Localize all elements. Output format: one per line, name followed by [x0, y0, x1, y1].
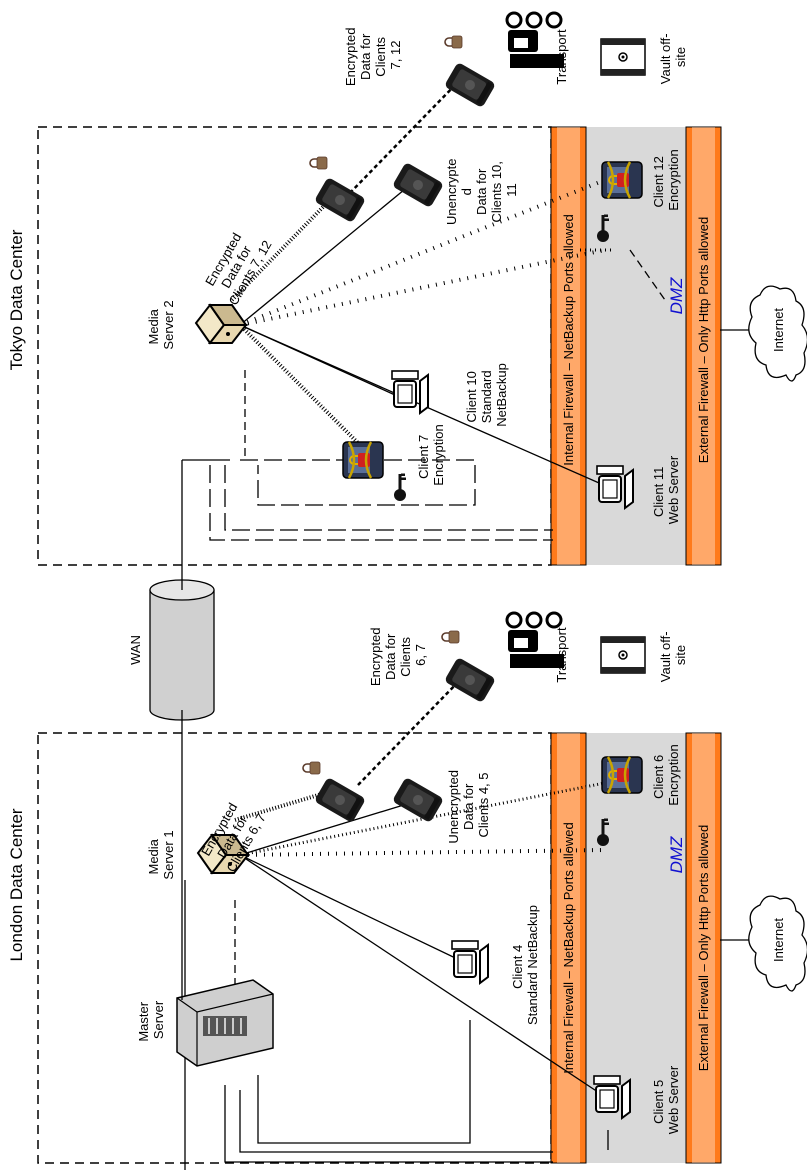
london-transport-tape-icon — [444, 657, 496, 703]
london-vault-icon — [601, 637, 645, 673]
tokyo-transport-tape-icon — [444, 62, 496, 108]
media-server-1-label: Media Server 1 — [146, 830, 176, 879]
london-internet-label: Internet — [771, 918, 786, 962]
media-server-2-label: Media Server 2 — [146, 300, 176, 349]
tokyo-unencrypted-tape-icon — [392, 162, 444, 208]
london-unencrypted-label: Unencrypted Data for Clients 4, 5 — [446, 766, 491, 843]
tokyo-data-center: Tokyo Data Center Internal Firewall – Ne… — [7, 13, 807, 565]
london-data-center: London Data Center Internal Firewall – N… — [7, 613, 807, 1170]
tokyo-vault-label: Vault off- site — [658, 30, 688, 84]
client-7-icon[interactable] — [343, 442, 383, 478]
wan-link: WAN — [128, 460, 214, 1000]
tokyo-external-firewall-label: External Firewall – Only Http Ports allo… — [696, 217, 711, 463]
client-7-label: Client 7 Encryption — [416, 424, 446, 485]
london-transport-label: Transport — [554, 627, 569, 683]
client-4-label: Client 4 Standard NetBackup — [510, 905, 540, 1025]
master-server-label: Master Server — [136, 998, 166, 1041]
client-10-icon[interactable] — [392, 371, 428, 413]
london-transport-padlock-icon — [442, 631, 459, 643]
tokyo-internal-firewall-label: Internal Firewall – NetBackup Ports allo… — [561, 214, 576, 465]
tokyo-padlock-icon — [310, 157, 327, 169]
media-server-2-icon[interactable] — [196, 305, 246, 343]
client-6-icon[interactable] — [602, 757, 642, 793]
tokyo-transport-label: Transport — [554, 29, 569, 85]
tokyo-encrypted-label: Encrypted Data for Clients 7, 12 — [200, 223, 275, 308]
london-external-firewall-label: External Firewall – Only Http Ports allo… — [696, 825, 711, 1071]
tokyo-transport-padlock-icon — [445, 36, 462, 48]
client-10-label: Client 10 Standard NetBackup — [464, 363, 509, 427]
tokyo-transport-data-label: Encrypted Data for Clients 7, 12 — [343, 24, 403, 86]
tokyo-title: Tokyo Data Center — [7, 229, 26, 370]
london-padlock-icon — [303, 762, 320, 774]
client-12-label: Client 12 Encryption — [651, 149, 681, 210]
wan-label: WAN — [128, 635, 143, 665]
tokyo-unencrypted-label: Unencrypte d Data for Clients 10, 11 — [444, 155, 519, 225]
tokyo-encrypted-tape-icon — [314, 177, 366, 223]
client-6-label: Client 6 Encryption — [651, 744, 681, 805]
tokyo-internet-label: Internet — [771, 308, 786, 352]
client-7-key-icon — [394, 474, 406, 502]
client-11-label: Client 11 Web Server — [651, 455, 681, 524]
tokyo-vault-icon — [601, 39, 645, 75]
london-vault-label: Vault off- site — [658, 628, 688, 682]
client-4-icon[interactable] — [452, 941, 488, 983]
london-dmz-label: DMZ — [667, 836, 686, 873]
client-12-icon[interactable] — [602, 162, 642, 198]
london-transport-data-label: Encrypted Data for Clients 6, 7 — [368, 624, 428, 686]
london-title: London Data Center — [7, 808, 26, 961]
master-server-icon[interactable] — [177, 980, 273, 1066]
tokyo-dmz-label: DMZ — [667, 277, 686, 314]
london-internal-firewall-label: Internal Firewall – NetBackup Ports allo… — [561, 822, 576, 1073]
